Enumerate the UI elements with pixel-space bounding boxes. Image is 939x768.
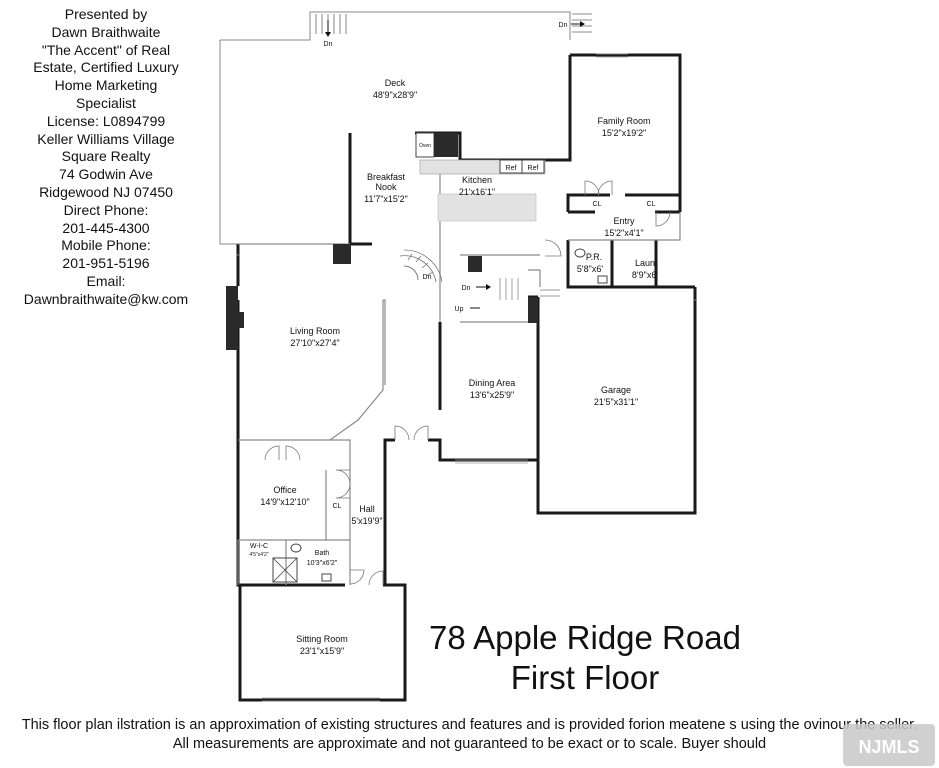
kitchen-island xyxy=(437,193,537,222)
arrow-dn-landing-head xyxy=(486,284,491,290)
agent-info-line: 201-951-5196 xyxy=(62,255,150,272)
garage-label: Garage xyxy=(601,385,631,395)
office-label: Office xyxy=(273,485,296,495)
shower xyxy=(272,557,298,583)
agent-info-line: Specialist xyxy=(76,94,136,111)
deck-steps-right xyxy=(572,13,592,33)
ref-label-2: Ref xyxy=(528,165,539,172)
plan-title-address: 78 Apple Ridge Road xyxy=(429,619,741,656)
shower-diagonal-2 xyxy=(272,557,298,583)
dn-deck-right-label: Dn xyxy=(559,22,568,29)
toilet-pr xyxy=(574,248,586,258)
agent-info-line: Estate, Certified Luxury xyxy=(33,59,179,76)
sink-bath xyxy=(321,573,332,582)
fridge-2 xyxy=(521,159,545,174)
oven-block xyxy=(434,133,458,157)
wic-label: W-I-C xyxy=(250,543,268,550)
wic-dims: 4'5"x4'2" xyxy=(249,552,268,558)
breakfast-nook-label-2: Nook xyxy=(375,182,397,192)
column-dining xyxy=(468,256,482,272)
njmls-watermark: NJMLS xyxy=(843,724,935,766)
living-room-label: Living Room xyxy=(290,326,340,336)
bath-dims: 10'3"x6'2" xyxy=(307,560,338,567)
toilet xyxy=(290,543,302,553)
landing-stair xyxy=(499,278,560,300)
column-nook xyxy=(333,244,351,264)
agent-info-line: Square Realty xyxy=(61,148,151,165)
kitchen-label: Kitchen xyxy=(462,175,492,185)
entry-label: Entry xyxy=(613,216,635,226)
hall-label: Hall xyxy=(359,504,375,514)
dining-area-dims: 13'6"x25'9" xyxy=(470,390,514,400)
sitting-room-label: Sitting Room xyxy=(296,634,348,644)
up-landing-label: Up xyxy=(455,306,464,313)
plan-title: 78 Apple Ridge Road First Floor xyxy=(420,618,750,698)
agent-info-line: Direct Phone: xyxy=(63,201,149,218)
oven-label: Oven xyxy=(419,143,431,149)
agent-info-line: License: L0894799 xyxy=(46,112,166,129)
laundry-label: Laun xyxy=(635,258,655,268)
family-room-dims: 15'2"x19'2" xyxy=(602,128,646,138)
bath-label: Bath xyxy=(315,550,330,557)
agent-info-line: Keller Williams Village xyxy=(37,130,175,147)
closet-family-left-label: CL xyxy=(593,201,602,208)
agent-info-line: Home Marketing xyxy=(54,77,158,94)
dn-stair-label: Dn xyxy=(423,274,432,281)
agent-info-line: Dawn Braithwaite xyxy=(51,23,161,40)
column-garage xyxy=(528,297,538,323)
breakfast-nook-dims: 11'7"x15'2" xyxy=(364,194,408,204)
arrow-dn-deck-left-head xyxy=(325,32,331,37)
office-dims: 14'9"x12'10" xyxy=(260,497,309,507)
agent-info-line: Presented by xyxy=(64,6,148,22)
agent-info-line: Mobile Phone: xyxy=(61,237,151,254)
windows xyxy=(236,53,697,702)
closet-office-label: CL xyxy=(333,503,342,510)
entry-dims: 15'2"x4'1" xyxy=(604,228,643,238)
breakfast-nook-label-1: Breakfast xyxy=(367,172,406,182)
agent-info-line: Email: xyxy=(86,272,126,289)
interior-walls xyxy=(237,160,681,585)
kitchen-dims: 21'x16'1" xyxy=(459,187,495,197)
agent-info-line: Dawnbraithwaite@kw.com xyxy=(23,290,189,307)
garage-dims: 21'5"x31'1" xyxy=(594,397,638,407)
deck-dims: 48'9"x28'9" xyxy=(373,90,417,100)
dn-landing-label: Dn xyxy=(462,285,471,292)
plan-title-floor: First Floor xyxy=(510,659,660,696)
hall-dims: 5'x19'9" xyxy=(351,516,382,526)
agent-info-line: Ridgewood NJ 07450 xyxy=(39,183,173,200)
sitting-room-dims: 23'1"x15'9" xyxy=(300,646,344,656)
exterior-walls xyxy=(236,53,697,702)
deck-steps-left xyxy=(315,14,347,34)
laundry-dims: 8'9"x6' xyxy=(632,270,658,280)
ref-label-1: Ref xyxy=(506,165,517,172)
closet-family-right-label: CL xyxy=(647,201,656,208)
disclaimer-line-1: This floor plan ilstration is an approxi… xyxy=(21,717,918,733)
sink-pr xyxy=(597,275,608,284)
agent-info-line: "The Accent" of Real xyxy=(41,41,171,58)
dn-deck-left-label: Dn xyxy=(324,41,333,48)
powder-room-label: P.R. xyxy=(586,252,602,262)
disclaimer: This floor plan ilstration is an approxi… xyxy=(0,716,939,754)
dining-area-label: Dining Area xyxy=(469,378,516,388)
agent-info-line: 74 Godwin Ave xyxy=(59,166,153,183)
fireplace-hearth xyxy=(238,312,244,328)
arrow-dn-deck-right-head xyxy=(580,21,585,27)
agent-info-line: 201-445-4300 xyxy=(62,219,150,236)
doors xyxy=(264,180,671,586)
living-room-dims: 27'10"x27'4" xyxy=(290,338,339,348)
watermark-badge xyxy=(843,724,935,766)
watermark-text: NJMLS xyxy=(858,737,919,757)
spiral-stair xyxy=(399,249,443,283)
disclaimer-line-2: All measurements are approximate and not… xyxy=(172,736,767,752)
family-room-label: Family Room xyxy=(597,116,650,126)
deck-label: Deck xyxy=(385,78,406,88)
powder-room-dims: 5'8"x6' xyxy=(577,264,603,274)
fireplace xyxy=(226,286,238,350)
